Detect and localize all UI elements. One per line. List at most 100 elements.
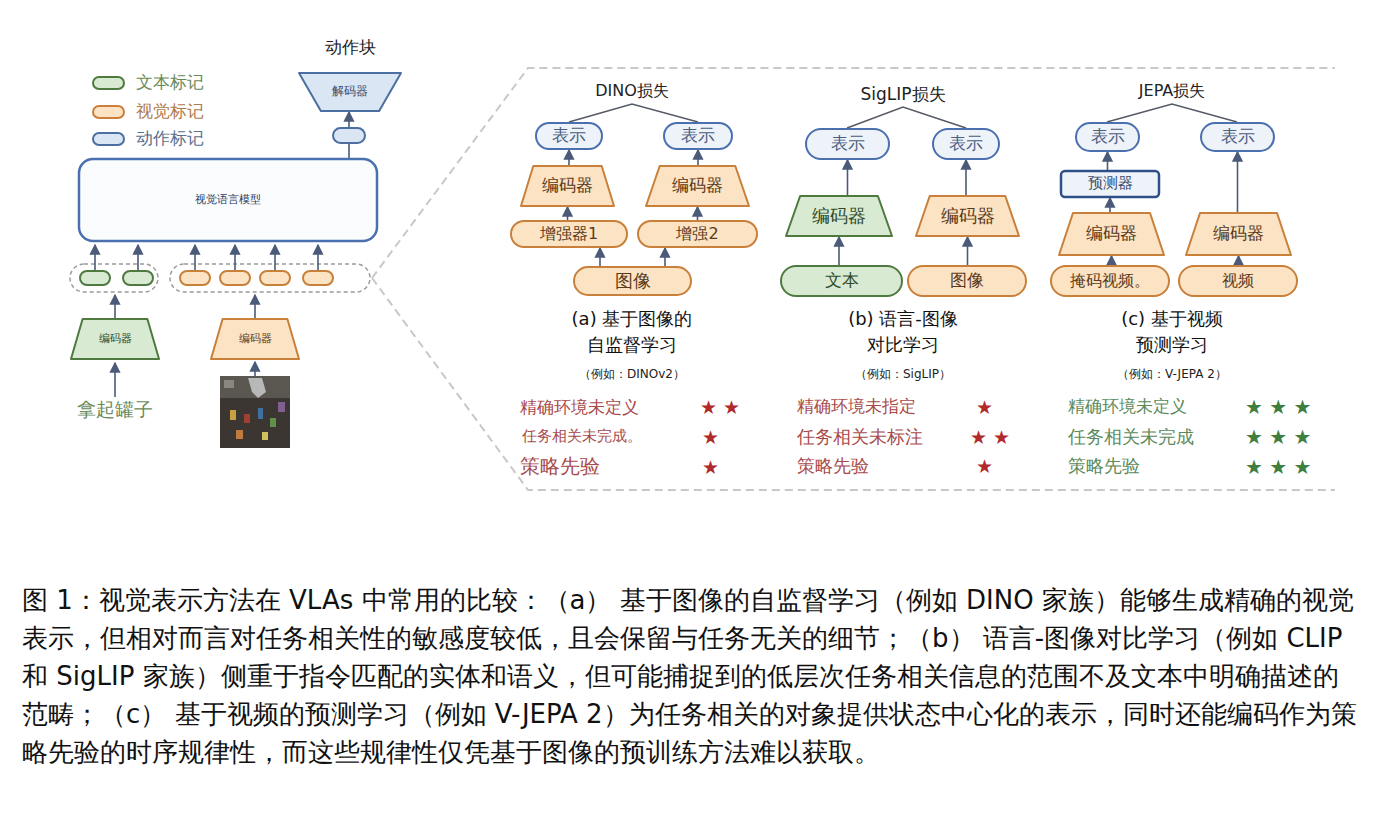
trapezoid-shape [71,319,159,359]
box-shape [664,123,732,149]
caption-label: （例如：SigLIP） [818,367,988,383]
encoder-trapezoid: 编码器 [915,195,1020,237]
box-shape [536,123,602,149]
node-label: 编码器 [785,195,893,237]
legend-swatch [92,105,125,119]
rounded-box: 图像 [907,265,1027,297]
flow-arrow [838,237,840,265]
node-label: 视频 [1178,265,1298,297]
rating-label: 任务相关未完成。 [522,427,642,447]
flow-arrow [697,150,699,165]
flow-arrow [664,248,666,266]
flow-arrow [1238,256,1240,265]
rounded-box: 增强2 [637,220,758,248]
caption-label: SigLIP损失 [833,83,973,105]
box-shape [79,159,377,241]
caption-label: 动作块 [300,36,400,58]
rating-label: 策略先验 [797,454,869,477]
trapezoid-shape [299,73,401,111]
rounded-box: 文本 [780,265,903,297]
node-label: 编码器 [915,195,1020,237]
rating-label: 策略先验 [1068,454,1140,477]
trapezoid-shape [521,166,614,206]
trapezoid-shape [646,166,749,206]
text-token [123,271,153,285]
legend-text: 动作标记 [136,127,204,150]
token-arrows [95,245,318,397]
rounded-box: 表示 [1075,122,1140,152]
caption-label: (c) 基于视频 预测学习 [1097,306,1247,358]
flow-arrow [965,160,967,195]
flow-arrow [568,150,570,165]
legend-swatch [92,132,125,146]
box-shape [1051,266,1169,296]
node-outline [1075,122,1140,152]
rating-label: ★ ★ ★ [1245,394,1312,420]
legend-entry: 动作标记 [92,127,204,150]
zoom-bracket [372,68,1335,490]
node-label: 表示 [663,122,733,150]
flow-arrow [567,207,569,220]
node-outline [510,220,628,248]
box-shape [511,221,627,247]
node-outline [573,266,692,296]
node-label: 表示 [1075,122,1140,152]
trapezoid-shape [916,196,1019,236]
node-label: 编码器 [645,165,750,207]
node-label: 文本 [780,265,903,297]
node-label: 编码器 [70,318,160,360]
rating-label: ★ ★ [970,425,1010,450]
node-outline [1058,212,1165,256]
node-label: 编码器 [1185,212,1292,256]
rounded-box: 表示 [1200,122,1275,152]
token-group [70,264,158,292]
node-outline [1060,170,1160,198]
encoder-trapezoid: 编码器 [520,165,615,207]
node-outline [805,128,890,160]
node-outline [932,128,1000,160]
rating-label: ★ ★ ★ [1245,454,1312,480]
rating-label: ★ ★ ★ [1245,424,1312,450]
rounded-box: 表示 [932,128,1000,160]
flow-arrow [348,112,350,158]
node-outline [70,318,160,360]
encoder-trapezoid: 解码器 [298,72,402,112]
node-label: 增强器1 [510,220,628,248]
text-token [80,271,110,285]
node-outline [520,165,615,207]
flow-arrow [1109,198,1111,212]
node-label: 增强2 [637,220,758,248]
caption-label: （例如：DINOv2） [547,367,717,383]
flow-arrow [1107,152,1109,170]
process-box: 预测器 [1060,170,1160,198]
visual-token [180,271,210,285]
node-outline [210,318,300,360]
node-label: 掩码视频。 [1050,265,1170,297]
flow-arrow [847,160,849,195]
rating-label: 精确环境未定义 [520,396,639,418]
caption-label: （例如：V-JEPA 2） [1087,367,1257,383]
caption-label: (a) 基于图像的 自监督学习 [557,306,707,358]
node-label: 表示 [1200,122,1275,152]
visual-token [303,271,333,285]
caption-label: (b) 语言-图像 对比学习 [828,306,978,358]
rating-label: 精确环境未指定 [797,395,916,417]
caption-label: DINO损失 [567,81,697,102]
box-shape [574,267,691,295]
node-outline [915,195,1020,237]
node-label: 表示 [805,128,890,160]
legend-entry: 文本标记 [92,71,204,94]
action-token [333,128,365,143]
node-label: 编码器 [520,165,615,207]
caption-label: 拿起罐子 [55,397,175,422]
rating-label: ★ [702,425,719,450]
figure-caption: 图 1：视觉表示方法在 VLAs 中常用的比较：（a） 基于图像的自监督学习（例… [22,581,1362,771]
encoder-trapezoid: 编码器 [785,195,893,237]
node-label: 视觉语言模型 [78,158,378,242]
caption-label: JEPA损失 [1102,81,1242,102]
box-shape [908,266,1026,296]
rating-label: 任务相关未标注 [797,425,923,448]
